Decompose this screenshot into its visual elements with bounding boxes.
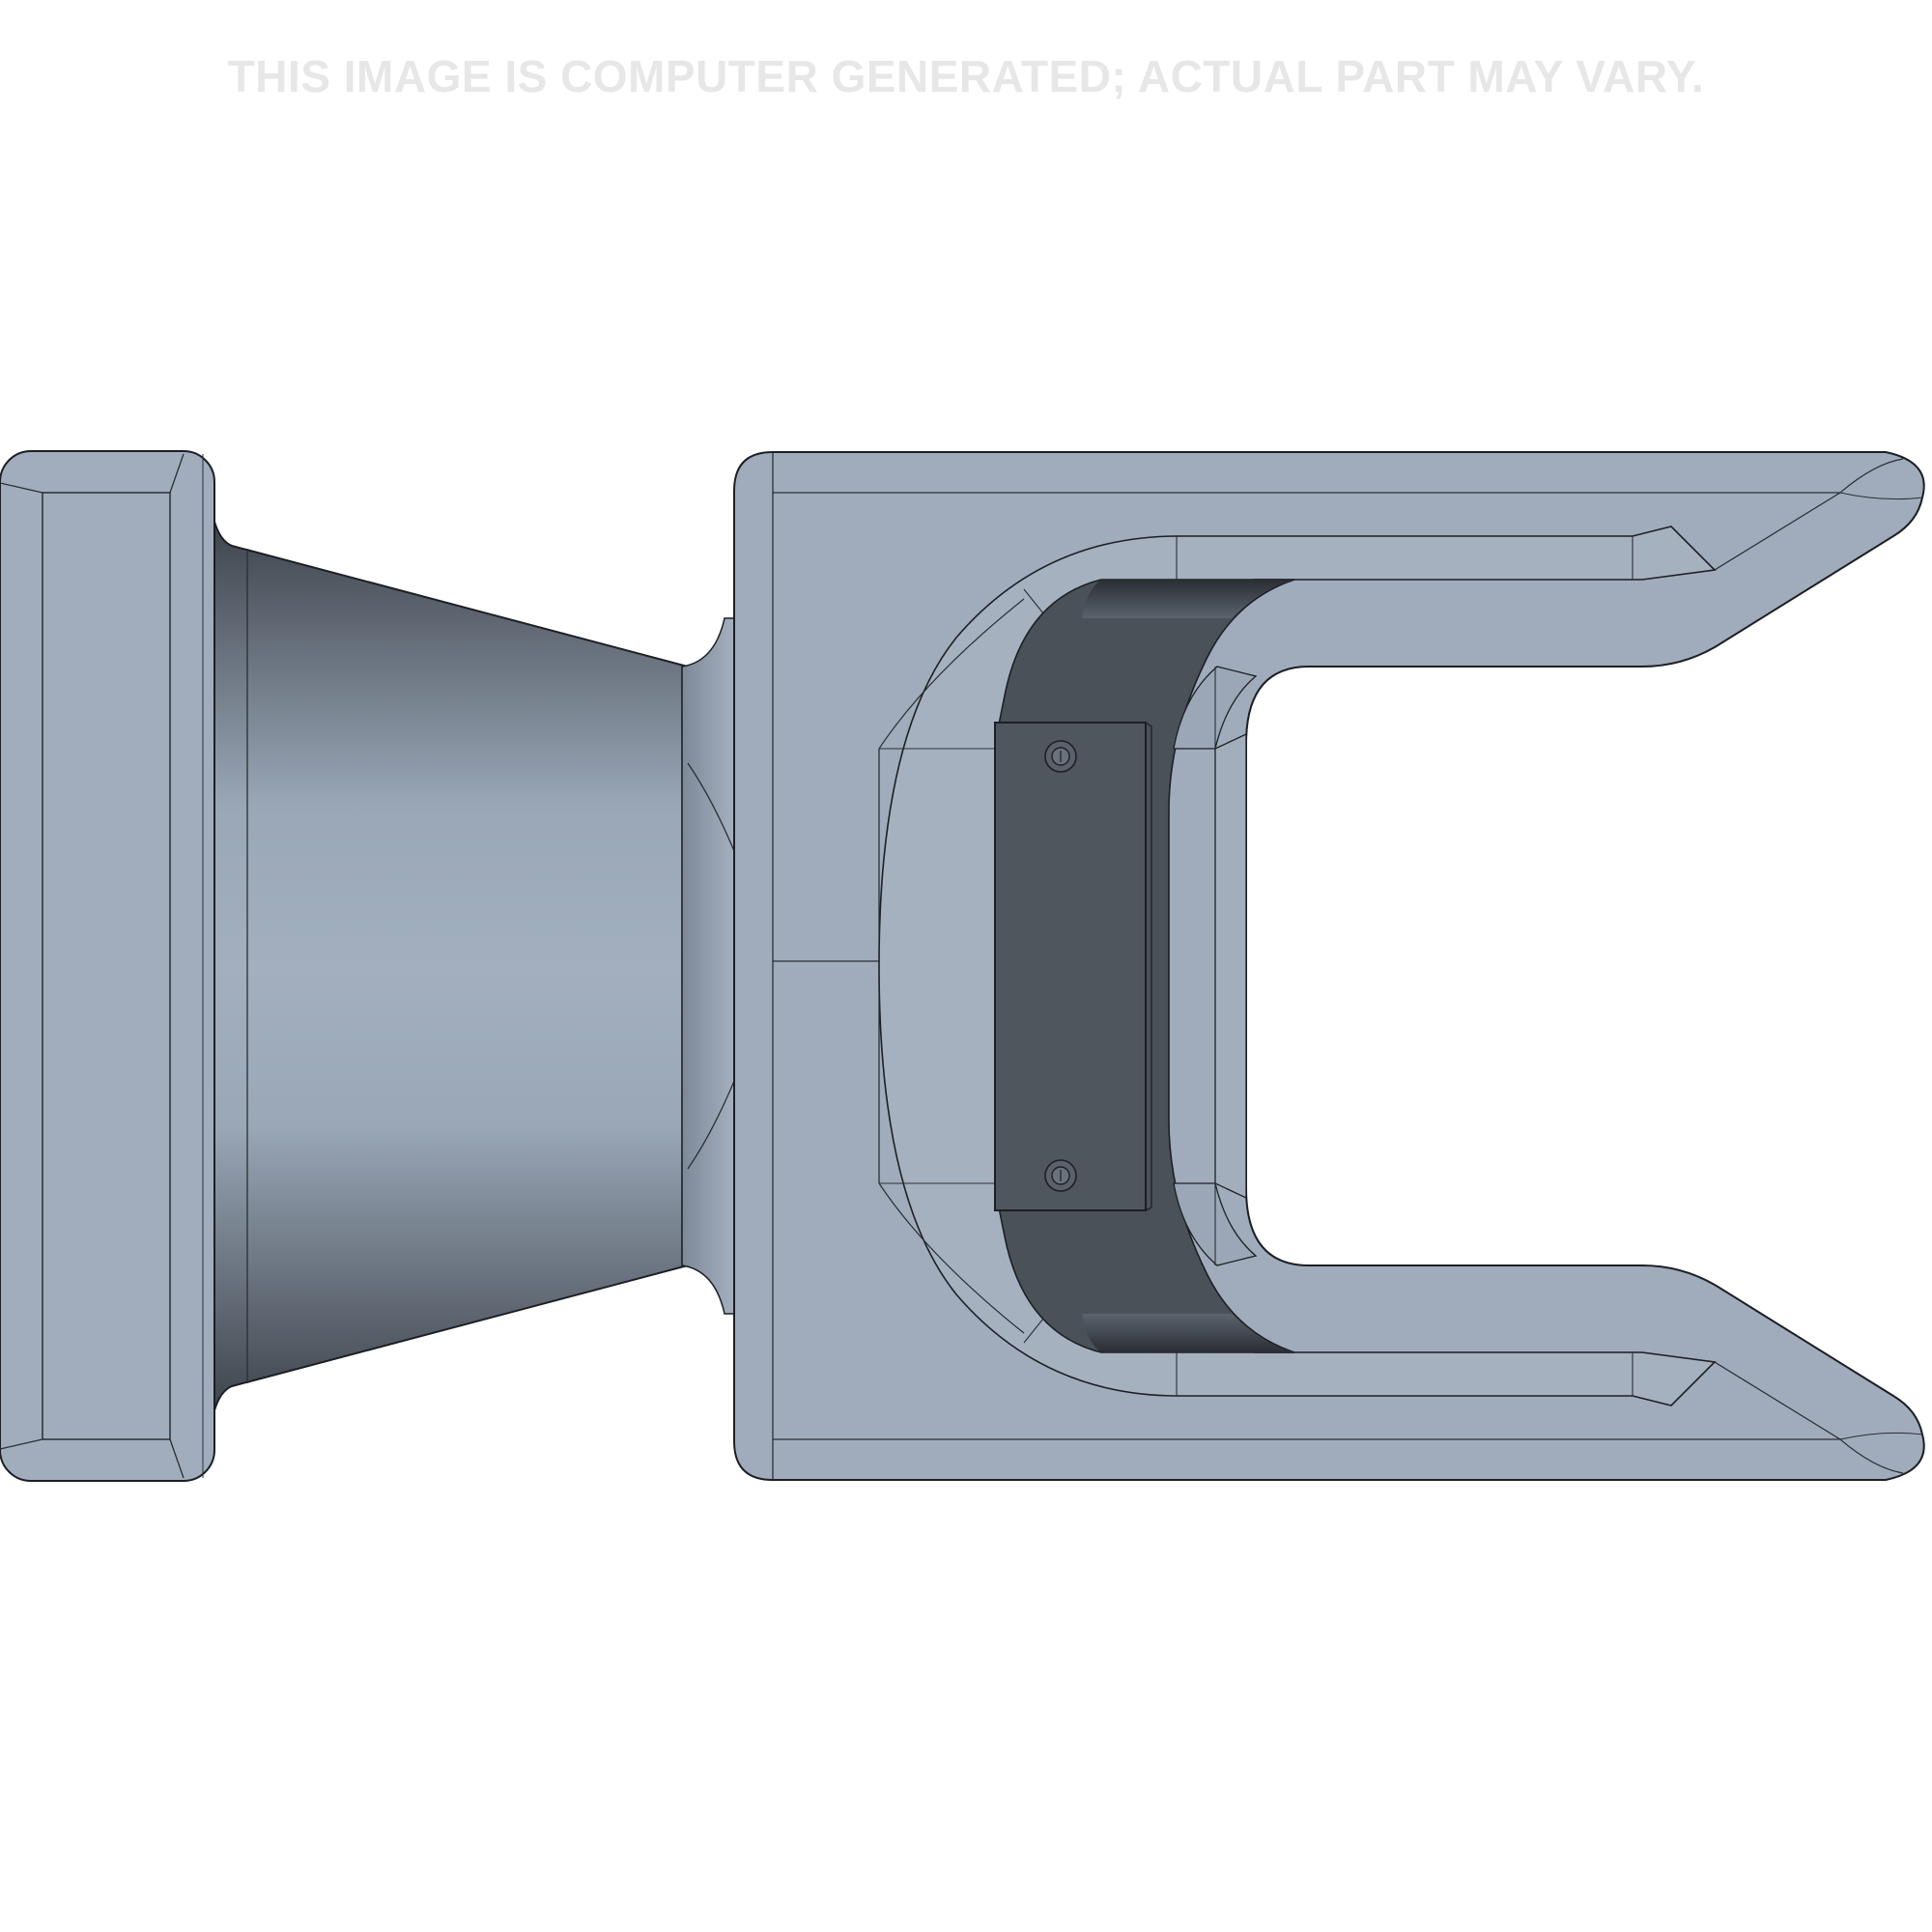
clamp-pad — [994, 722, 1152, 1211]
fork-inner-faces — [1173, 666, 1258, 1266]
screw-top — [1044, 740, 1077, 773]
flange-plate — [0, 450, 215, 1482]
screw-bottom — [1044, 1159, 1077, 1192]
u-channel-recess — [878, 526, 1717, 1406]
disclaimer-text: THIS IMAGE IS COMPUTER GENERATED; ACTUAL… — [227, 51, 1705, 101]
conical-neck — [213, 521, 689, 1411]
